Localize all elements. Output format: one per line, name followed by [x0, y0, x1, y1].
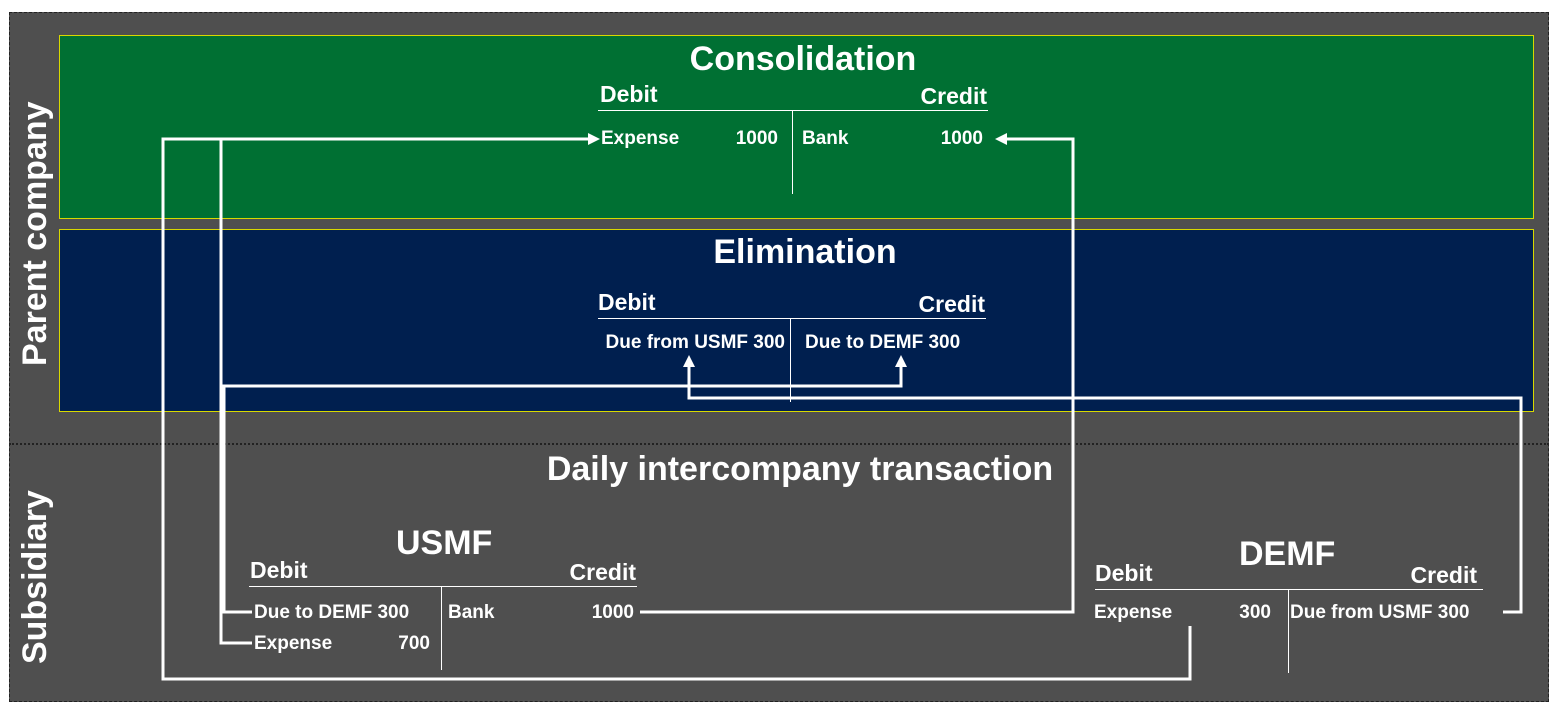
consolidation-debit-amount: 1000	[735, 128, 778, 149]
demf-debit-header: Debit	[1095, 560, 1153, 586]
arrow-demf-expense-to-consolidation	[161, 137, 1192, 681]
usmf-credit-header: Credit	[569, 559, 636, 585]
arrow-usmf-due-to-elimination	[222, 365, 903, 614]
consolidation-credit-account: Bank	[802, 128, 849, 149]
demf-debit-account: Expense	[1094, 602, 1173, 623]
arrowhead-elimination-due-to	[895, 355, 907, 367]
parent-subsidiary-divider	[9, 443, 1549, 445]
elimination-t-divider	[790, 318, 791, 402]
arrow-usmf-bank-to-consolidation	[640, 137, 1075, 614]
consolidation-debit-header: Debit	[600, 81, 658, 107]
demf-credit-entry: Due from USMF 300	[1290, 602, 1470, 623]
consolidation-t-line	[598, 110, 988, 111]
elimination-debit-header: Debit	[598, 289, 656, 315]
arrow-usmf-expense-to-consolidation	[219, 139, 252, 645]
consolidation-title: Consolidation	[689, 40, 917, 78]
usmf-debit-row2-account: Expense	[254, 633, 333, 654]
usmf-t-line	[249, 586, 637, 587]
arrowhead-consolidation-expense	[588, 133, 600, 145]
demf-t-line	[1095, 589, 1483, 590]
demf-credit-header: Credit	[1410, 562, 1477, 588]
daily-transaction-title: Daily intercompany transaction	[546, 450, 1054, 488]
elimination-debit-entry: Due from USMF 300	[605, 332, 785, 353]
elimination-credit-header: Credit	[918, 291, 985, 317]
usmf-debit-row2-amount: 700	[398, 633, 430, 654]
elimination-title: Elimination	[713, 233, 897, 271]
demf-debit-amount: 300	[1239, 602, 1271, 623]
arrowhead-consolidation-bank	[995, 133, 1007, 145]
consolidation-credit-amount: 1000	[940, 128, 983, 149]
demf-t-divider	[1288, 589, 1289, 673]
elimination-band	[59, 229, 1534, 412]
consolidation-debit-account: Expense	[601, 128, 680, 149]
consolidation-band	[59, 35, 1534, 219]
usmf-debit-header: Debit	[250, 557, 308, 583]
elimination-t-line	[598, 318, 986, 319]
demf-title: DEMF	[1239, 535, 1336, 573]
usmf-debit-row1: Due to DEMF 300	[254, 602, 410, 623]
usmf-credit-amount: 1000	[591, 602, 634, 623]
consolidation-t-divider	[792, 110, 793, 194]
usmf-credit-account: Bank	[448, 602, 495, 623]
arrow-demf-due-to-elimination	[687, 365, 1523, 614]
elimination-credit-entry: Due to DEMF 300	[805, 332, 961, 353]
usmf-title: USMF	[396, 524, 493, 562]
arrowhead-elimination-due-from	[683, 355, 695, 367]
consolidation-credit-header: Credit	[920, 83, 987, 109]
usmf-t-divider	[441, 586, 442, 670]
